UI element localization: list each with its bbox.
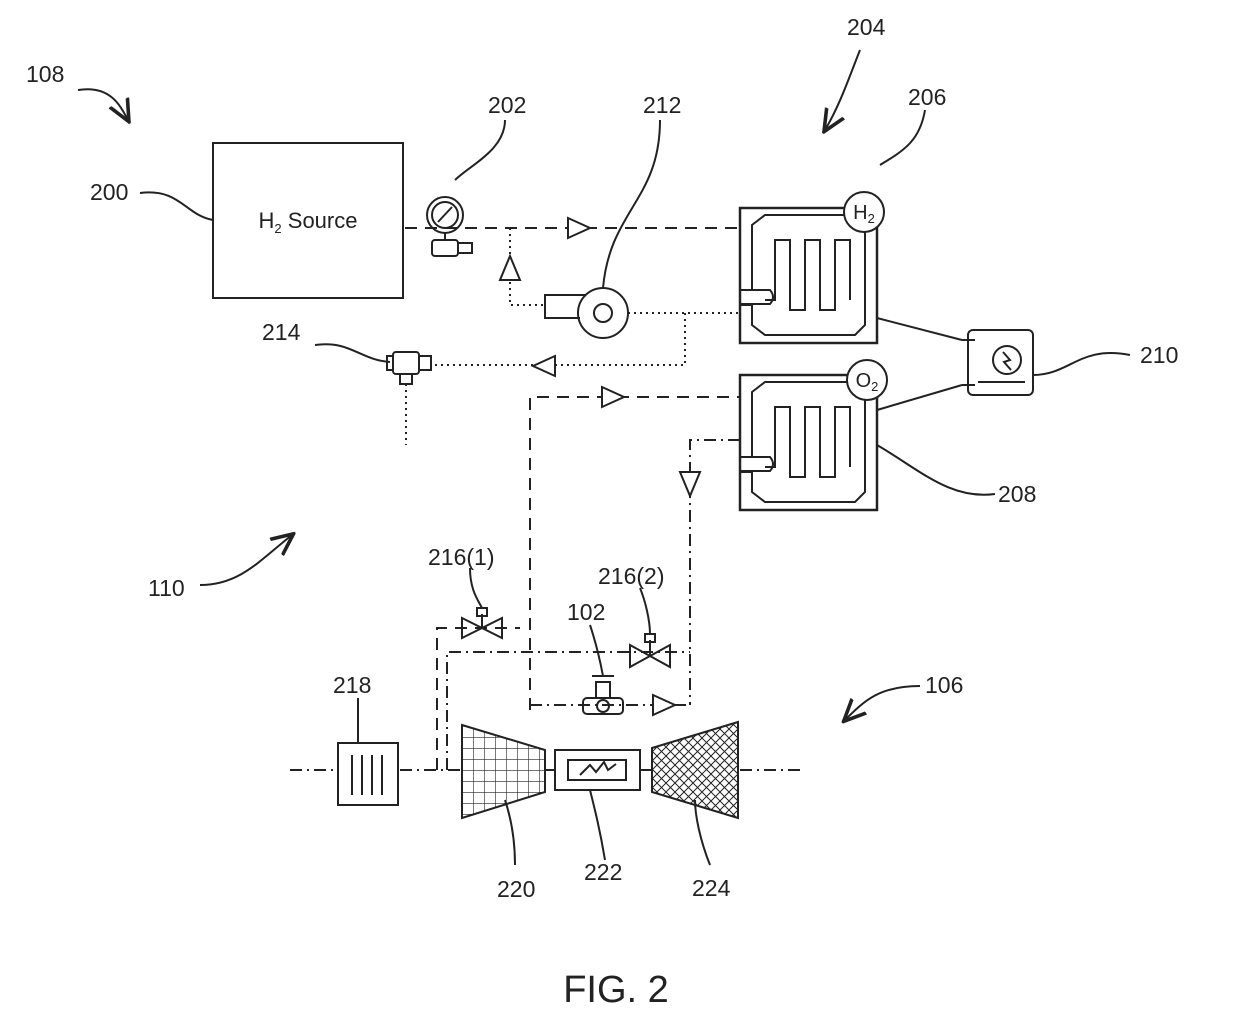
fuel-cell-anode: H2 <box>740 192 884 343</box>
ref-label-204: 204 <box>847 14 886 40</box>
blower-icon <box>545 288 628 338</box>
generator-icon <box>338 743 398 805</box>
flow-arrow-icon <box>568 218 590 238</box>
ref-label-216-1: 216(1) <box>428 544 494 570</box>
ref-label-108: 108 <box>26 61 64 87</box>
figure-caption: FIG. 2 <box>563 969 669 1011</box>
ref-label-218: 218 <box>333 672 371 698</box>
combustor-icon <box>545 750 652 790</box>
ref-label-208: 208 <box>998 481 1036 507</box>
control-valve-102-icon <box>583 676 623 714</box>
valve-216-1-icon <box>462 608 502 638</box>
air-supply-line <box>530 397 740 710</box>
ref-label-102: 102 <box>567 599 605 625</box>
ref-label-106: 106 <box>925 672 963 698</box>
ref-label-202: 202 <box>488 92 526 118</box>
ref-label-224: 224 <box>692 875 731 901</box>
purge-valve-icon <box>387 352 431 384</box>
svg-text:H2 Source: H2 Source <box>259 208 358 236</box>
cathode-wire <box>877 385 962 410</box>
ref-label-110: 110 <box>148 575 185 601</box>
ref-label-212: 212 <box>643 92 681 118</box>
compressor-icon <box>462 725 545 818</box>
flow-arrow-icon <box>680 472 700 496</box>
h2-source-box: H2 Source <box>213 143 403 298</box>
anode-wire <box>877 318 962 340</box>
flow-arrow-icon <box>500 256 520 280</box>
ref-label-222: 222 <box>584 859 622 885</box>
ref-label-220: 220 <box>497 876 535 902</box>
flow-arrow-icon <box>602 387 624 407</box>
purge-line <box>430 313 685 365</box>
ref-label-214: 214 <box>262 319 301 345</box>
flow-arrow-icon <box>533 356 555 376</box>
ref-label-216-2: 216(2) <box>598 563 664 589</box>
battery-icon <box>962 330 1033 395</box>
pressure-gauge-icon <box>427 197 472 256</box>
valve-216-2-icon <box>630 634 670 667</box>
fuel-cell-cathode: O2 <box>740 360 887 510</box>
leader-lines <box>78 50 1130 865</box>
ref-label-200: 200 <box>90 179 128 205</box>
flow-arrow-icon <box>653 695 675 715</box>
ref-label-210: 210 <box>1140 342 1178 368</box>
ref-label-206: 206 <box>908 84 946 110</box>
